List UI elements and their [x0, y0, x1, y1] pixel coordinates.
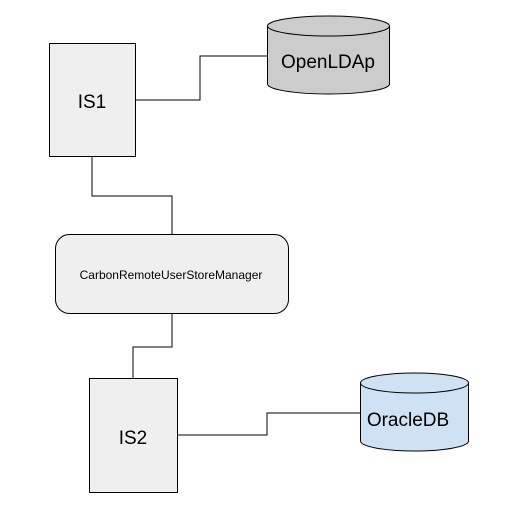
- is2-box: [89, 378, 178, 493]
- edge-is1-openldap: [135, 55, 267, 101]
- oracledb-cylinder-top: [360, 372, 469, 394]
- is1-label: IS1: [78, 92, 107, 113]
- openldap-cylinder-body: [267, 26, 390, 95]
- oracledb-label: OracleDB: [367, 410, 449, 431]
- node-carbon-remote-user-store-manager[interactable]: CarbonRemoteUserStoreManager: [55, 234, 289, 314]
- oracledb-cylinder-body: [360, 383, 469, 452]
- edge-is2-oracledb: [177, 412, 360, 436]
- manager-box: [55, 234, 289, 314]
- is2-label: IS2: [119, 428, 148, 449]
- openldap-cylinder-top: [267, 15, 390, 37]
- is1-box: [49, 43, 136, 157]
- edge-manager-is2: [132, 313, 173, 378]
- edge-is1-manager: [91, 156, 173, 234]
- openldap-label: OpenLDAp: [281, 52, 375, 73]
- node-oracledb[interactable]: OracleDB: [360, 372, 469, 452]
- node-openldap[interactable]: OpenLDAp: [267, 15, 390, 95]
- node-is1[interactable]: IS1: [49, 43, 136, 157]
- node-is2[interactable]: IS2: [89, 378, 178, 493]
- manager-label: CarbonRemoteUserStoreManager: [80, 268, 263, 282]
